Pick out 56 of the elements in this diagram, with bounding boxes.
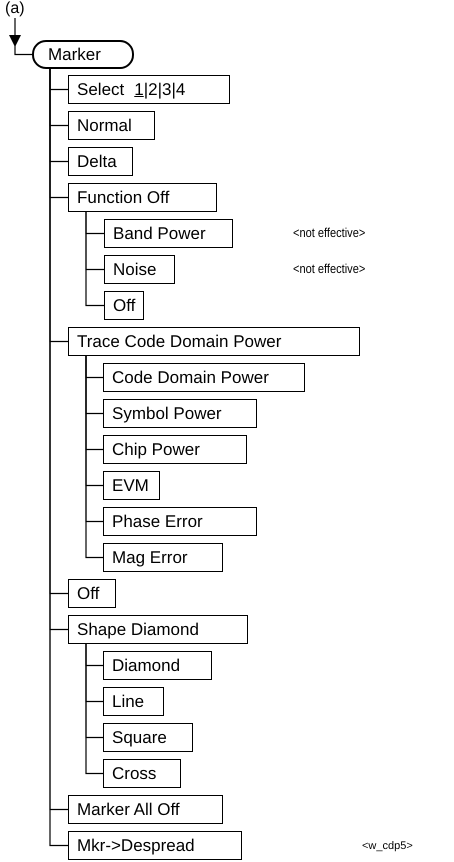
- softkey-box: [68, 147, 133, 176]
- softkey-label: Phase Error: [112, 512, 203, 532]
- softkey-box: [104, 255, 175, 284]
- softkey-label: Symbol Power: [112, 404, 222, 424]
- softkey-box: [68, 795, 223, 824]
- softkey-label: Noise: [113, 260, 156, 280]
- softkey-label: Chip Power: [112, 440, 200, 460]
- softkey-label: Mkr->Despread: [77, 836, 195, 856]
- softkey-box: [103, 507, 257, 536]
- softkey-label: Shape Diamond: [77, 620, 199, 640]
- softkey-label: Normal: [77, 116, 132, 136]
- softkey-box: [68, 327, 360, 356]
- softkey-label: EVM: [112, 476, 149, 496]
- status-note: <not effective>: [293, 225, 366, 240]
- tree-connector: [85, 644, 103, 774]
- softkey-box: [68, 615, 248, 644]
- softkey-label: Square: [112, 728, 167, 748]
- softkey-label: Code Domain Power: [112, 368, 269, 388]
- softkey-box: [103, 651, 212, 680]
- tree-connector: [85, 356, 103, 558]
- softkey-box: [103, 759, 181, 788]
- softkey-box: [103, 471, 160, 500]
- softkey-label: Select: [77, 80, 124, 100]
- softkey-label: Off: [77, 584, 100, 604]
- softkey-box: [103, 399, 257, 428]
- softkey-label: Delta: [77, 152, 117, 172]
- panel-label: (a): [5, 0, 25, 18]
- softkey-label: Line: [112, 692, 144, 712]
- figure-id-note: <w_cdp5>: [362, 840, 413, 852]
- softkey-box: [104, 291, 144, 320]
- softkey-label: Function Off: [77, 188, 170, 208]
- softkey-box: [103, 687, 164, 716]
- softkey-box: [104, 219, 233, 248]
- softkey-box: [103, 543, 223, 572]
- status-note: <not effective>: [293, 261, 366, 276]
- tree-connector: [14, 45, 32, 56]
- softkey-box: [68, 111, 155, 140]
- softkey-label: Mag Error: [112, 548, 188, 568]
- softkey-label: Marker: [48, 44, 101, 64]
- softkey-box: [103, 363, 305, 392]
- tree-connector: [85, 212, 104, 306]
- softkey-label: Band Power: [113, 224, 206, 244]
- softkey-box: [68, 831, 242, 860]
- arrow: [9, 18, 21, 47]
- softkey-box: [68, 75, 230, 104]
- softkey-label: Marker All Off: [77, 800, 180, 820]
- softkey-label: Diamond: [112, 656, 180, 676]
- menu-key-rounded: [32, 40, 134, 69]
- softkey-label: Off: [113, 296, 136, 316]
- softkey-box: [103, 723, 193, 752]
- softkey-label: 1|2|3|4: [134, 80, 186, 100]
- softkey-label: Trace Code Domain Power: [77, 332, 282, 352]
- softkey-box: [68, 579, 116, 608]
- softkey-box: [68, 183, 217, 212]
- softkey-label: Cross: [112, 764, 156, 784]
- softkey-box: [103, 435, 247, 464]
